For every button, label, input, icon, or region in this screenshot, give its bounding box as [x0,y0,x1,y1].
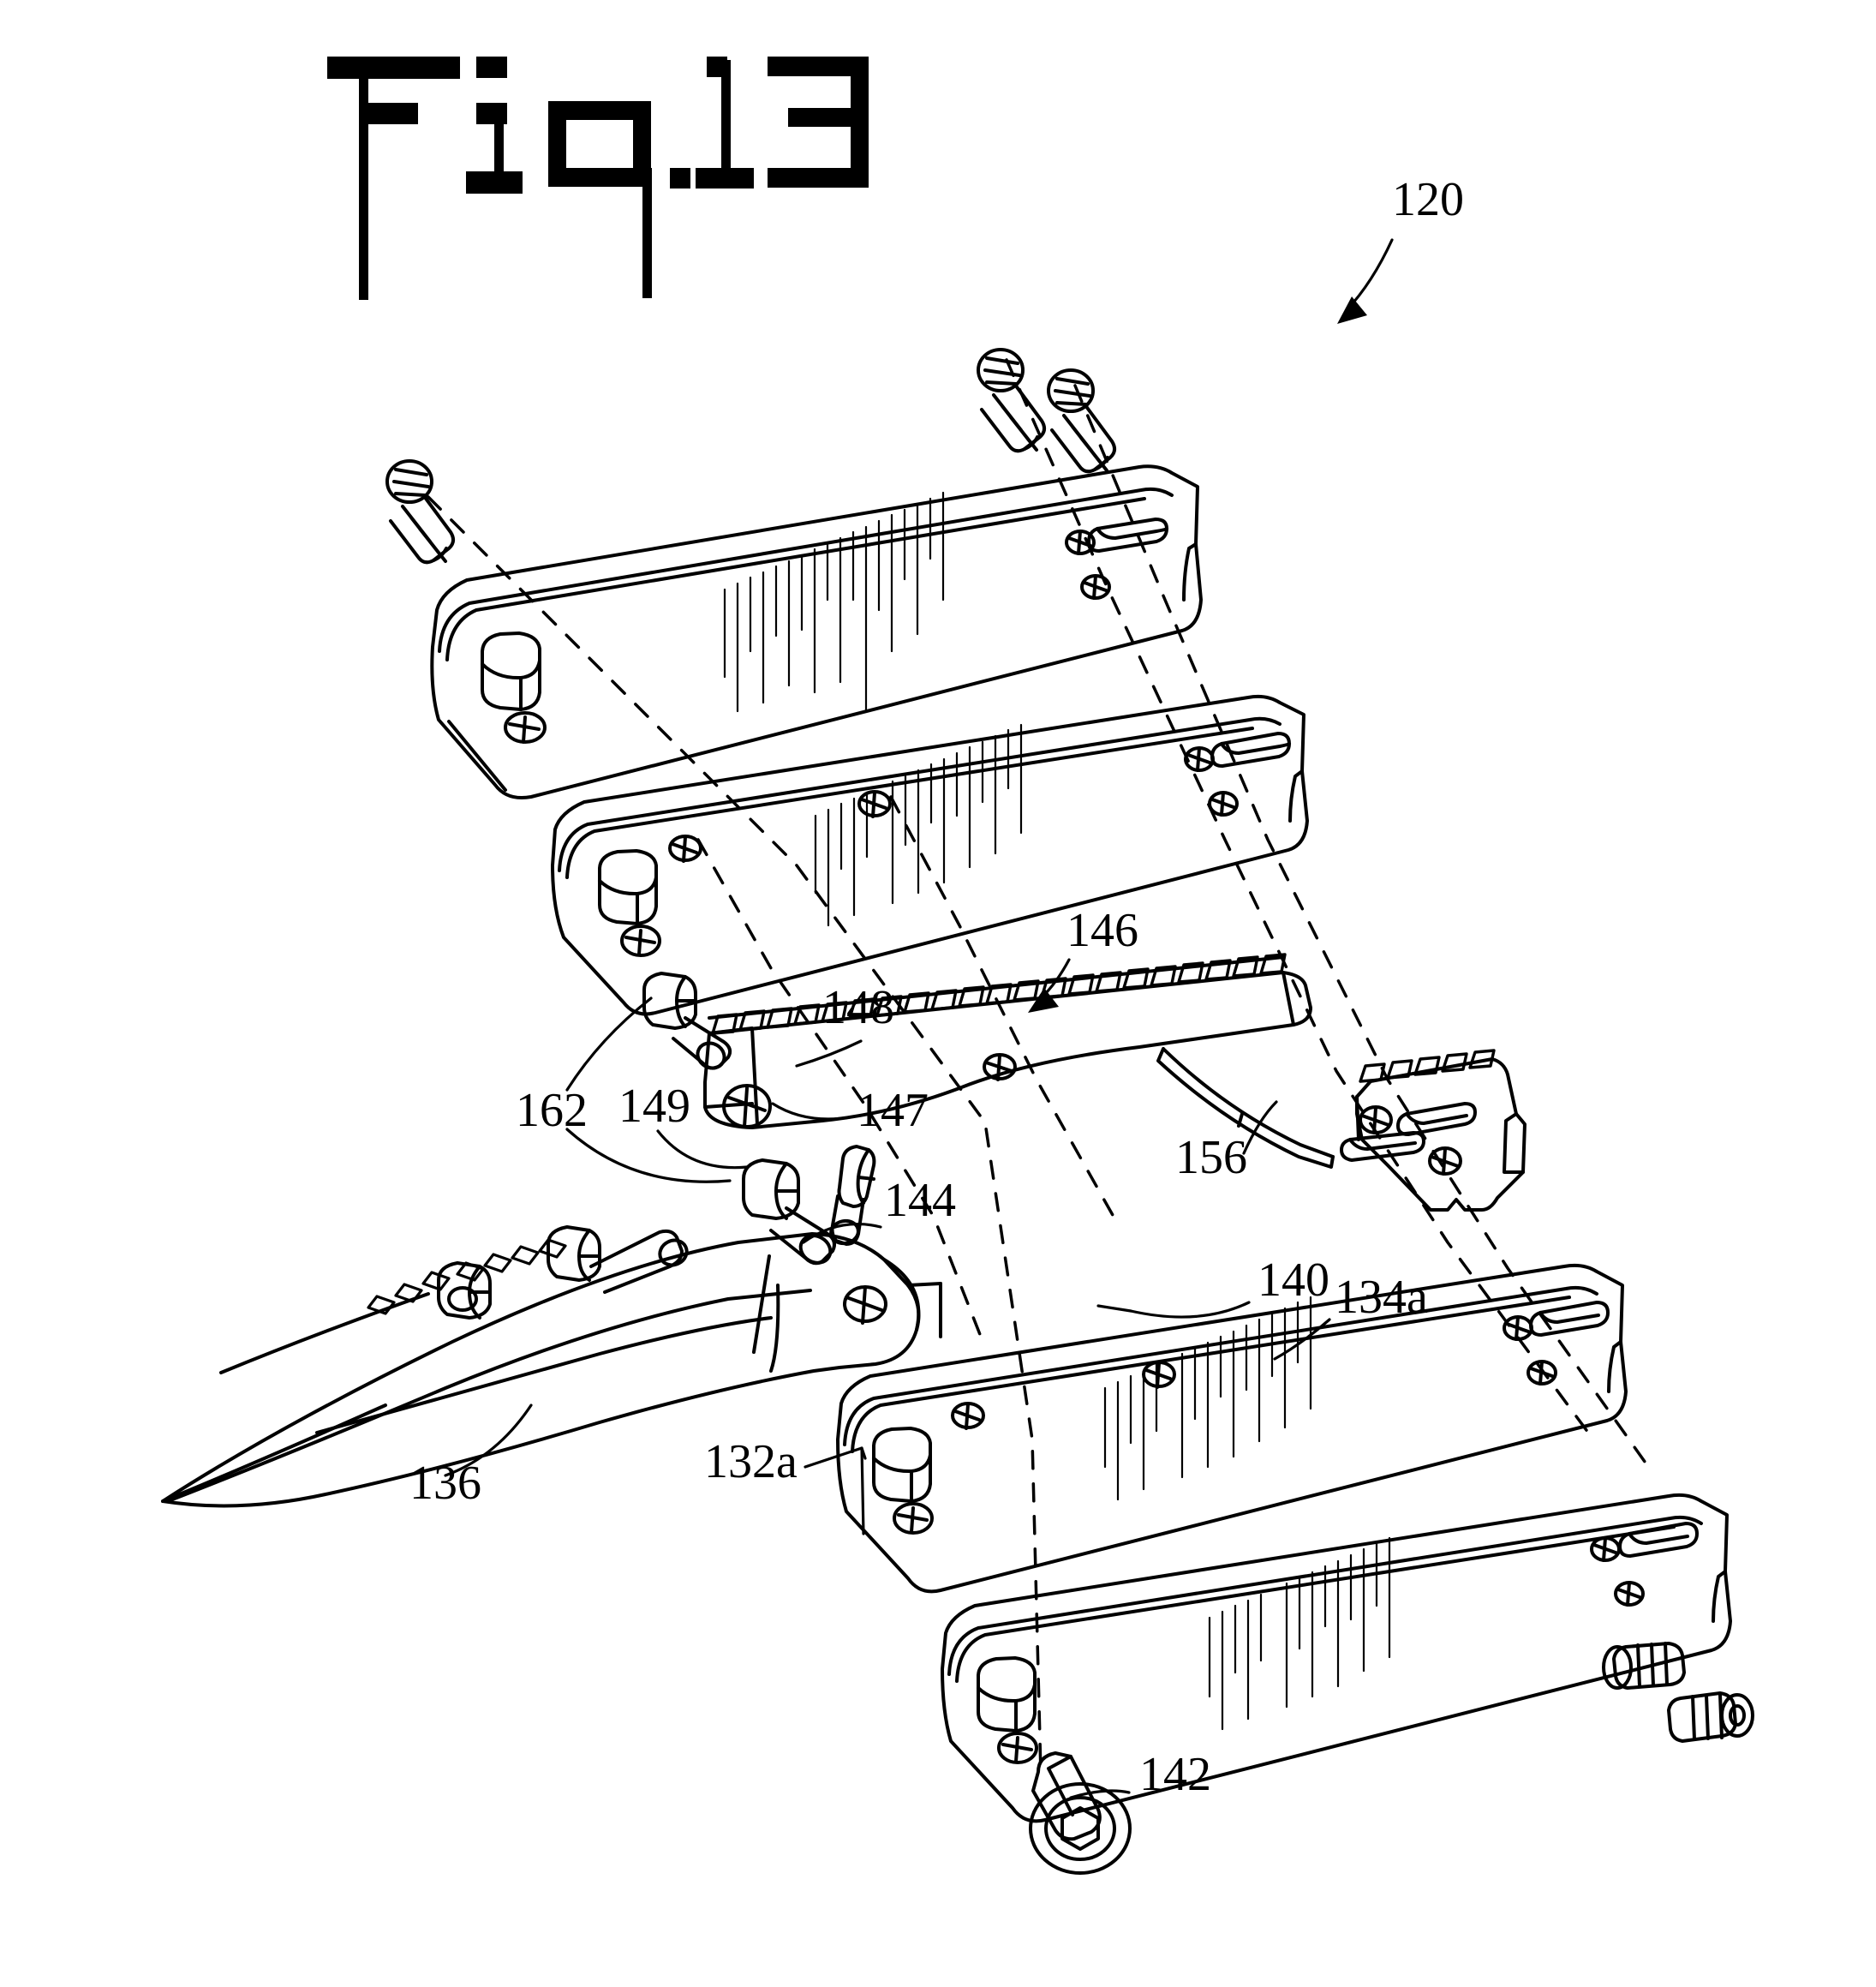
lock-block [1340,1049,1526,1212]
ref-numeral-156: 156 [1175,1131,1247,1184]
screw-top-right-b [1047,368,1116,474]
ref-numeral-140: 140 [1258,1254,1329,1307]
ref-numeral-148: 148 [822,981,894,1034]
leaf-spring [1156,1047,1335,1169]
ref-numeral-142: 142 [1139,1748,1211,1801]
socket-head-screw-142 [1029,1751,1132,1875]
ref-numeral-120: 120 [1392,173,1464,226]
knife-blade [161,1225,942,1508]
figure-title-glyphs [327,57,869,300]
ref-numeral-146: 146 [1066,904,1138,957]
ref-numeral-162: 162 [516,1084,588,1137]
ref-numeral-132a: 132a [704,1435,798,1488]
screw-bottom-right-a [1602,1642,1686,1690]
liner-plate-lower [836,1263,1628,1594]
screw-top-left [385,459,455,565]
screw-top-right-a [977,348,1046,453]
ref-numeral-147: 147 [857,1084,929,1137]
handle-scale-top [430,464,1203,799]
ref-numeral-134a: 134a [1335,1271,1428,1324]
ref-numeral-149: 149 [618,1080,690,1133]
ref-numeral-136: 136 [409,1457,481,1510]
handle-scale-bottom [941,1493,1732,1823]
toothed-spine-bar [703,953,1312,1129]
leader-lines [444,238,1394,1799]
screw-bottom-right-b [1667,1691,1754,1743]
ref-numeral-144: 144 [884,1174,956,1227]
